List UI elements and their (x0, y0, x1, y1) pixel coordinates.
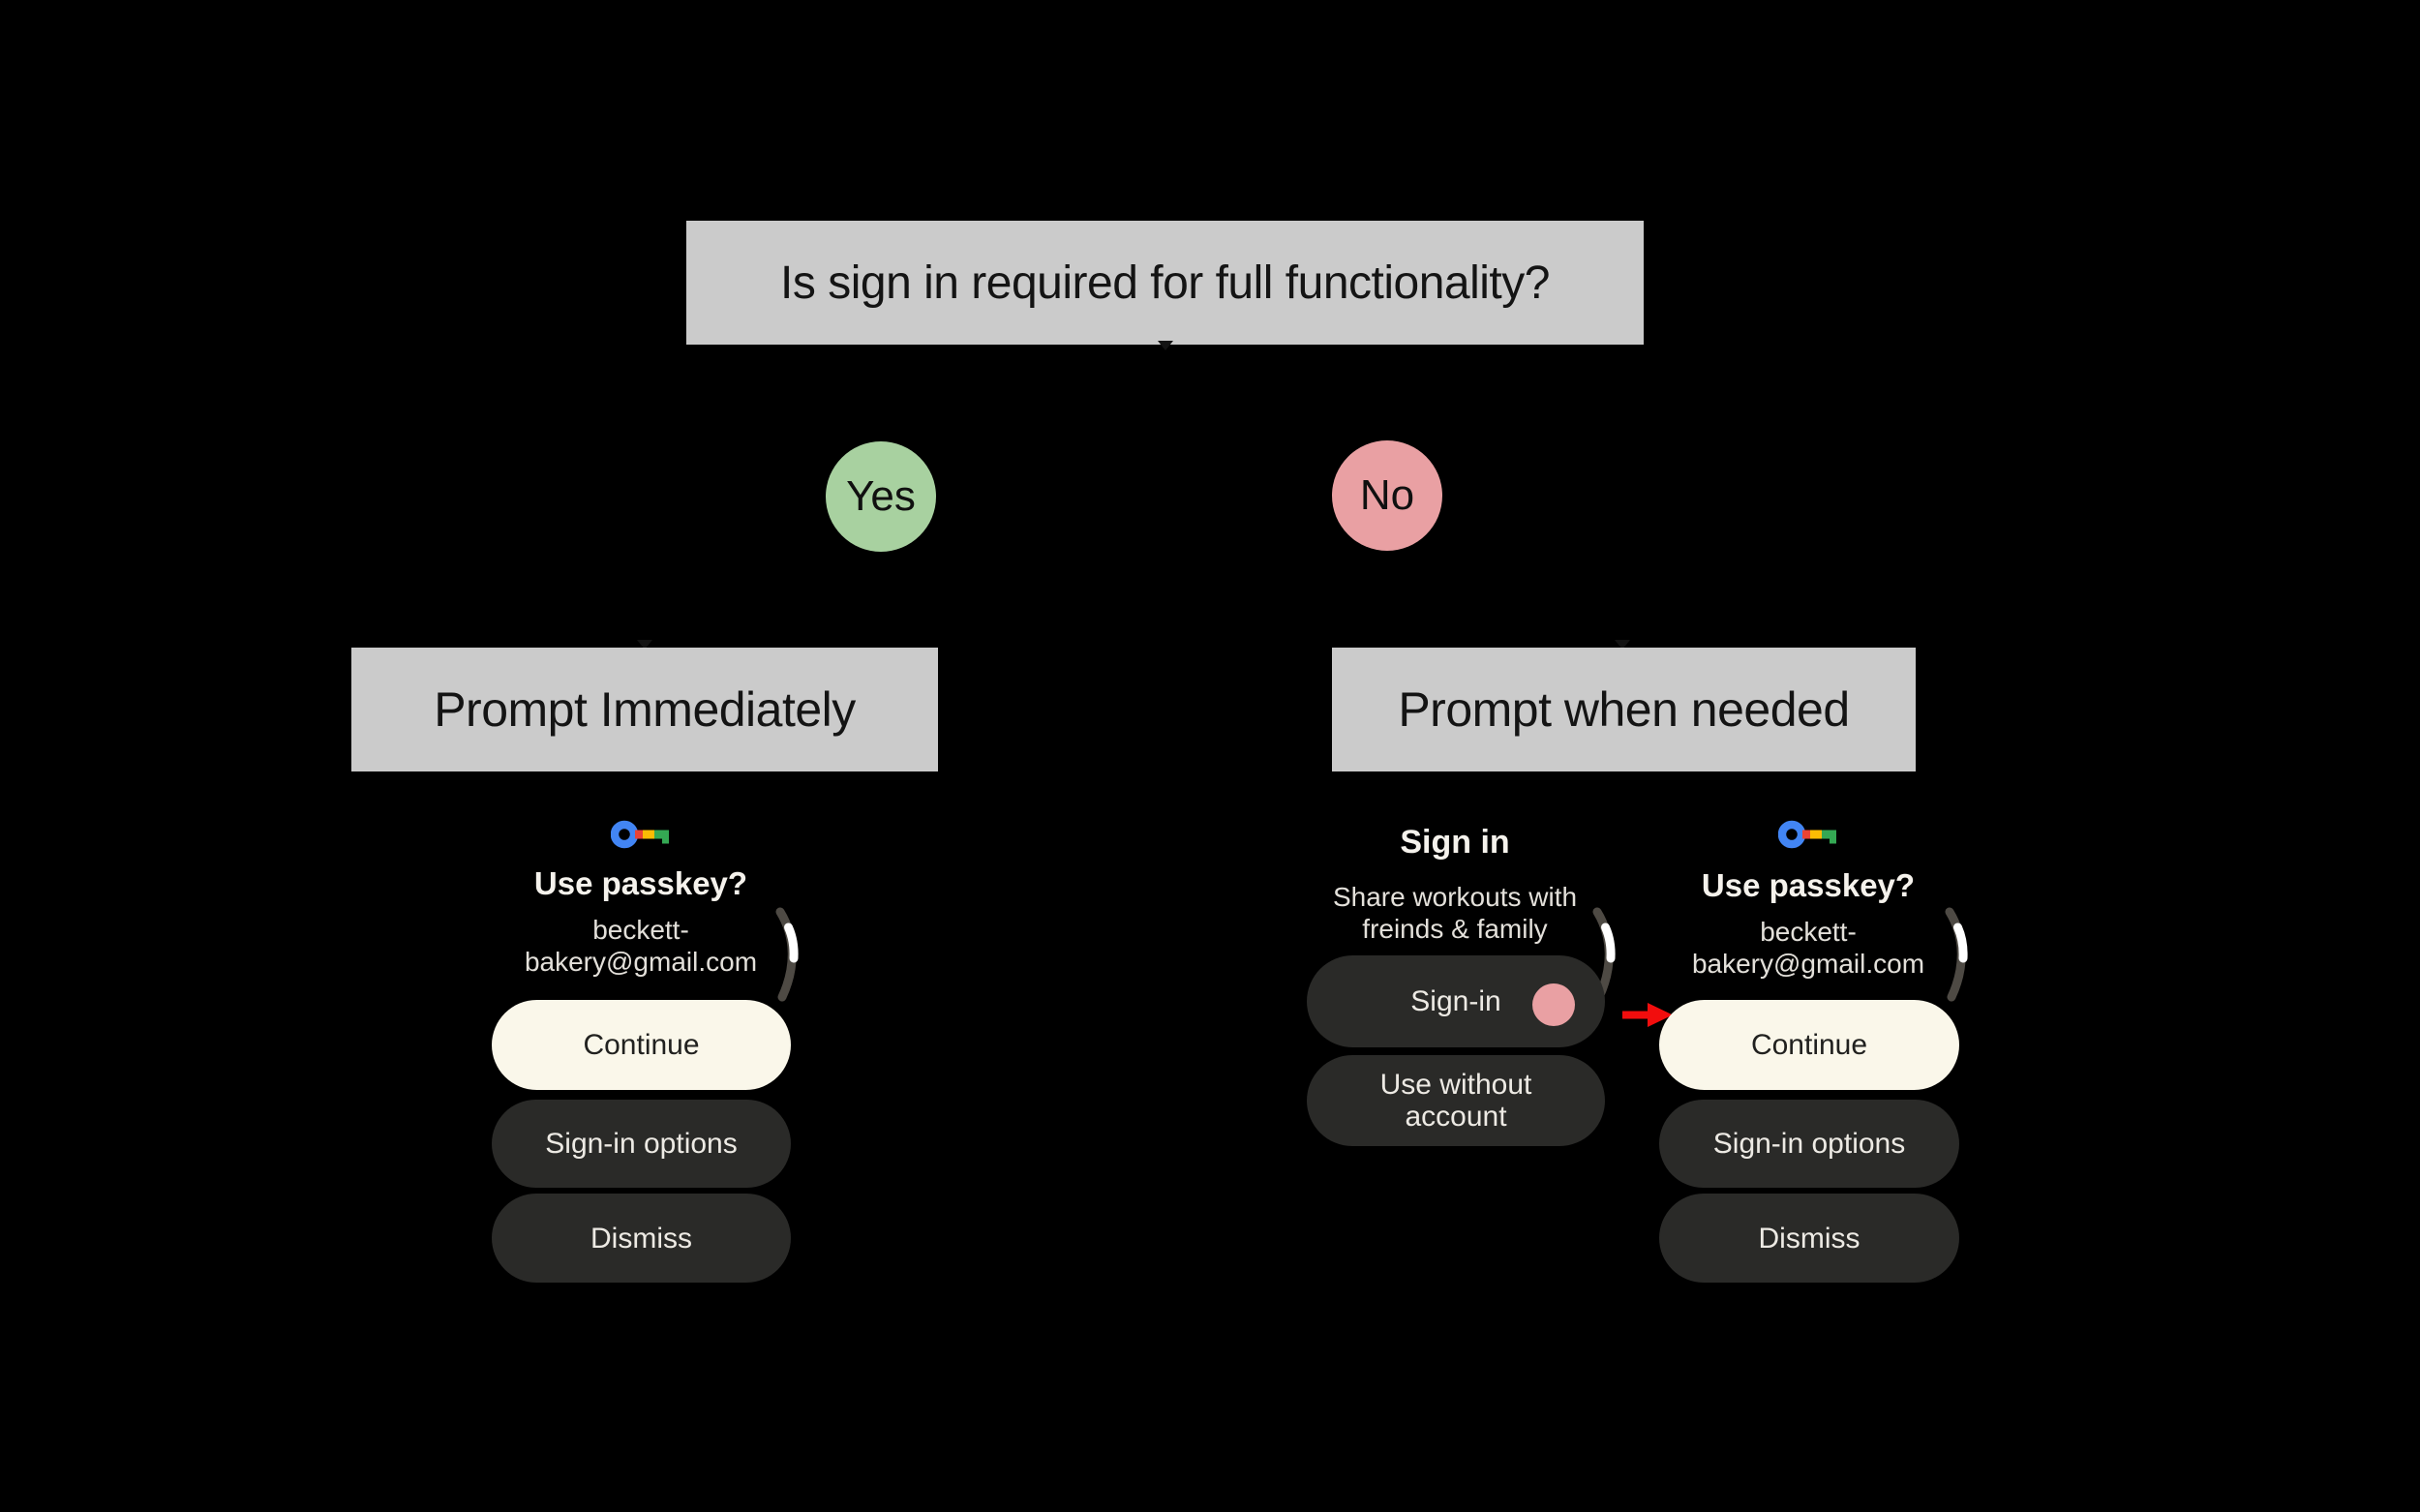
google-passkey-icon (1778, 820, 1836, 849)
continue-button[interactable]: Continue (492, 1000, 791, 1090)
tap-indicator-dot (1532, 983, 1575, 1026)
outcome-box-prompt-when-needed: Prompt when needed (1332, 648, 1916, 771)
connector-arrowhead (1158, 341, 1173, 350)
no-branch-circle: No (1332, 440, 1442, 551)
dismiss-button[interactable]: Dismiss (1659, 1194, 1959, 1283)
scroll-position-indicator (775, 907, 799, 1002)
sign-in-title: Sign in (1400, 824, 1510, 861)
sign-in-subtitle-line1: Share workouts with (1332, 882, 1578, 912)
continue-button[interactable]: Continue (1659, 1000, 1959, 1090)
no-label: No (1359, 471, 1415, 519)
outcome-prompt-when-needed-text: Prompt when needed (1398, 682, 1850, 737)
use-passkey-title: Use passkey? (533, 865, 748, 901)
connector-arrowhead (637, 640, 652, 650)
dismiss-button[interactable]: Dismiss (492, 1194, 791, 1283)
use-without-account-button[interactable]: Use without account (1307, 1055, 1605, 1146)
yes-label: Yes (846, 472, 916, 520)
sign-in-subtitle-line2: freinds & family (1362, 914, 1548, 944)
outcome-prompt-immediately-text: Prompt Immediately (434, 682, 856, 737)
sign-in-options-button-label: Sign-in options (1712, 1128, 1906, 1160)
connector-arrowhead (1615, 640, 1630, 650)
use-without-account-line1: Use without (1379, 1069, 1532, 1101)
scroll-position-indicator (1945, 907, 1968, 1002)
dismiss-button-label: Dismiss (590, 1222, 692, 1255)
continue-button-label: Continue (1750, 1029, 1868, 1061)
account-email: beckett- bakery@gmail.com (525, 914, 757, 978)
decision-question-text: Is sign in required for full functionali… (780, 257, 1550, 309)
use-without-account-line2: account (1405, 1101, 1507, 1133)
use-without-account-label: Use without account (1380, 1069, 1532, 1133)
continue-button-label: Continue (583, 1029, 700, 1061)
account-email-line1: beckett- (1760, 917, 1857, 947)
google-passkey-icon (611, 820, 669, 849)
sign-in-options-button-label: Sign-in options (545, 1128, 738, 1160)
sign-in-options-button[interactable]: Sign-in options (1659, 1100, 1959, 1188)
sign-in-options-button[interactable]: Sign-in options (492, 1100, 791, 1188)
use-passkey-title: Use passkey? (1701, 867, 1916, 903)
sign-in-subtitle: Share workouts with freinds & family (1333, 881, 1577, 945)
outcome-box-prompt-immediately: Prompt Immediately (351, 648, 938, 771)
decision-question-box: Is sign in required for full functionali… (686, 221, 1644, 345)
sign-in-button-label: Sign-in (1410, 985, 1501, 1017)
account-email: beckett- bakery@gmail.com (1692, 916, 1924, 980)
yes-branch-circle: Yes (826, 441, 936, 552)
account-email-line2: bakery@gmail.com (1691, 949, 1925, 979)
red-arrow-icon (1622, 1003, 1673, 1027)
account-email-line1: beckett- (592, 915, 689, 945)
account-email-line2: bakery@gmail.com (524, 947, 758, 977)
dismiss-button-label: Dismiss (1758, 1222, 1860, 1255)
